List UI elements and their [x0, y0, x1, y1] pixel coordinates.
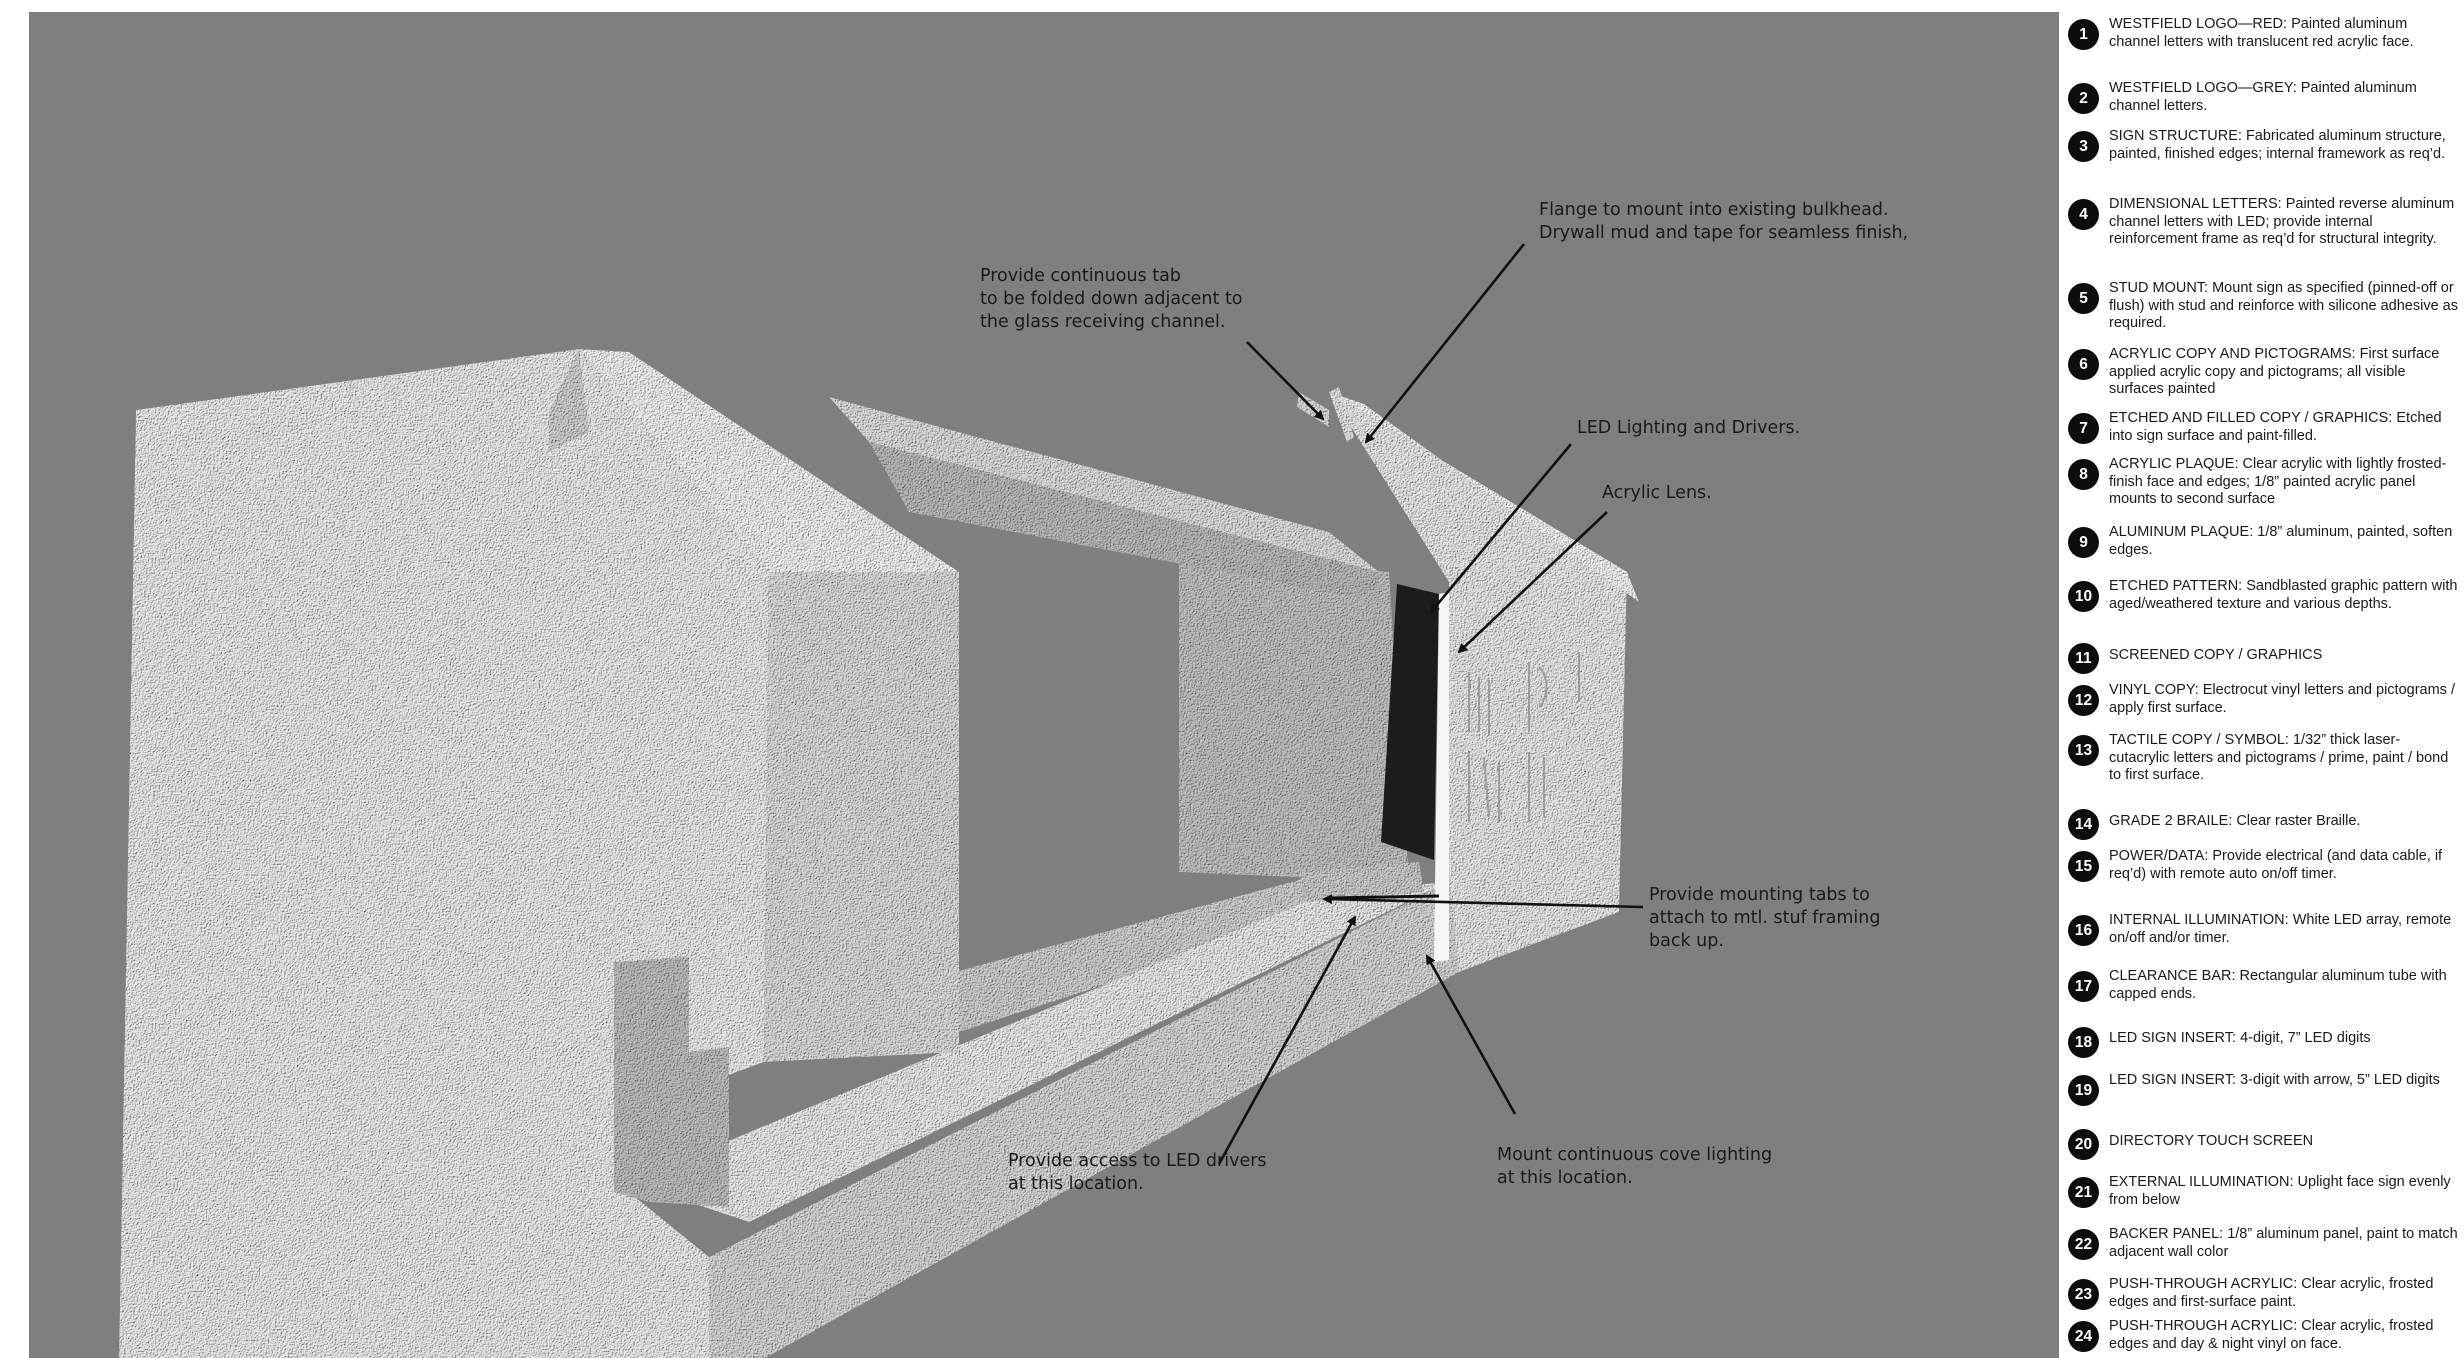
leader-lines	[1217, 243, 1644, 1165]
legend-description: SCREENED COPY / GRAPHICS	[2109, 647, 2323, 663]
leader-cove	[1425, 954, 1517, 1115]
legend-description: INTERNAL ILLUMINATION: White LED array, …	[2109, 912, 2452, 946]
end-cap-chamfer	[579, 349, 959, 572]
legend-description: DIRECTORY TOUCH SCREEN	[2109, 1133, 2314, 1149]
legend-number-badge: 6	[2068, 349, 2099, 380]
callout-line: at this location.	[1008, 1174, 1144, 1194]
bottom-slab-front	[709, 882, 1459, 1358]
legend-description: PUSH-THROUGH ACRYLIC: Clear acrylic, fro…	[2109, 1318, 2434, 1352]
legend-number-badge: 19	[2068, 1075, 2099, 1106]
legend-number-badge: 9	[2068, 527, 2099, 558]
callout-led: LED Lighting and Drivers.	[1577, 417, 1800, 440]
callout-mounting: Provide mounting tabs to attach to mtl. …	[1649, 884, 1880, 953]
rendering-panel: Flange to mount into existing bulkhead. …	[29, 12, 2059, 1358]
callout-line: Provide access to LED drivers	[1008, 1151, 1267, 1171]
callout-line: attach to mtl. stuf framing	[1649, 908, 1881, 928]
legend-number-badge: 5	[2068, 283, 2099, 314]
legend-number-badge: 21	[2068, 1177, 2099, 1208]
legend-description: CLEARANCE BAR: Rectangular aluminum tube…	[2109, 968, 2447, 1002]
legend-description: TACTILE COPY / SYMBOL: 1/32” thick laser…	[2109, 732, 2449, 783]
legend-number-badge: 8	[2068, 459, 2099, 490]
lower-recess	[614, 957, 729, 1207]
legend-description: VINYL COPY: Electrocut vinyl letters and…	[2109, 682, 2455, 716]
legend-number-badge: 12	[2068, 685, 2099, 716]
channel-back-wall	[1179, 552, 1409, 882]
legend-description: ETCHED PATTERN: Sandblasted graphic patt…	[2109, 578, 2458, 612]
legend-number-badge: 14	[2068, 809, 2099, 840]
legend-number-badge: 11	[2068, 643, 2099, 674]
upper-rail-top	[829, 397, 1379, 572]
legend-number-badge: 13	[2068, 735, 2099, 766]
legend-number-badge: 16	[2068, 915, 2099, 946]
end-cap-notch	[549, 349, 589, 452]
callout-cove: Mount continuous cove lighting at this l…	[1497, 1144, 1772, 1190]
callout-line: Acrylic Lens.	[1602, 483, 1712, 503]
mounting-bracket	[1299, 862, 1424, 902]
legend-number-badge: 3	[2068, 131, 2099, 162]
callout-line: to be folded down adjacent to	[980, 289, 1243, 309]
legend-description: WESTFIELD LOGO—RED: Painted aluminum cha…	[2109, 16, 2414, 50]
callout-line: Mount continuous cove lighting	[1497, 1145, 1773, 1165]
legend-description: LED SIGN INSERT: 3-digit with arrow, 5” …	[2109, 1072, 2440, 1088]
legend-key: 1 WESTFIELD LOGO—RED: Painted aluminum c…	[2068, 14, 2460, 1358]
legend-number-badge: 17	[2068, 971, 2099, 1002]
legend-description: ALUMINUM PLAQUE: 1/8” aluminum, painted,…	[2109, 524, 2453, 558]
legend-number-badge: 2	[2068, 83, 2099, 114]
callout-line: LED Lighting and Drivers.	[1577, 418, 1801, 438]
end-cap-side	[764, 572, 959, 1062]
legend-description: LED SIGN INSERT: 4-digit, 7” LED digits	[2109, 1030, 2371, 1046]
lower-channel-floor	[879, 872, 1389, 1042]
callout-line: Provide mounting tabs to	[1649, 885, 1870, 905]
legend-number-badge: 23	[2068, 1279, 2099, 1310]
legend-number-badge: 15	[2068, 851, 2099, 882]
callout-line: Flange to mount into existing bulkhead.	[1539, 200, 1889, 220]
bottom-slab-top	[629, 882, 1449, 1222]
legend-description: STUD MOUNT: Mount sign as specified (pin…	[2109, 280, 2458, 331]
mounting-tab-edge	[1328, 894, 1440, 900]
legend-description: WESTFIELD LOGO—GREY: Painted aluminum ch…	[2109, 80, 2417, 114]
etched-lettering	[1468, 652, 1580, 822]
callout-line: the glass receiving channel.	[980, 312, 1226, 332]
callout-line: at this location.	[1497, 1168, 1633, 1188]
legend-description: GRADE 2 BRAILE: Clear raster Braille.	[2109, 813, 2361, 829]
legend-number-badge: 10	[2068, 581, 2099, 612]
callout-flange: Flange to mount into existing bulkhead. …	[1539, 199, 1908, 245]
legend-number-badge: 1	[2068, 19, 2099, 50]
leader-flange	[1364, 243, 1526, 444]
callout-tab: Provide continuous tab to be folded down…	[980, 265, 1243, 334]
legend-description: SIGN STRUCTURE: Fabricated aluminum stru…	[2109, 128, 2446, 162]
callout-access: Provide access to LED drivers at this lo…	[1008, 1150, 1267, 1196]
legend-description: DIMENSIONAL LETTERS: Painted reverse alu…	[2109, 196, 2455, 247]
leader-led	[1429, 443, 1572, 614]
legend-description: ACRYLIC COPY AND PICTOGRAMS: First surfa…	[2109, 346, 2440, 397]
legend-number-badge: 18	[2068, 1027, 2099, 1058]
callout-line: Provide continuous tab	[980, 266, 1181, 286]
acrylic-lens	[1434, 592, 1449, 962]
legend-description: ETCHED AND FILLED COPY / GRAPHICS: Etche…	[2109, 410, 2442, 444]
legend-description: ACRYLIC PLAQUE: Clear acrylic with light…	[2109, 456, 2447, 507]
callout-lens: Acrylic Lens.	[1602, 482, 1712, 505]
end-cap-face	[119, 349, 769, 1358]
flange-lip	[1329, 387, 1354, 442]
upper-rail-underside	[869, 442, 1379, 602]
legend-number-badge: 22	[2068, 1229, 2099, 1260]
leader-lens	[1457, 511, 1608, 654]
callout-line: Drywall mud and tape for seamless finish…	[1539, 223, 1909, 243]
leader-access	[1217, 915, 1357, 1165]
legend-description: POWER/DATA: Provide electrical (and data…	[2109, 848, 2443, 882]
leader-tab	[1246, 341, 1325, 421]
legend-number-badge: 20	[2068, 1129, 2099, 1160]
sign-section-rendering	[119, 243, 1644, 1358]
leader-mounting	[1322, 894, 1644, 909]
legend-description: EXTERNAL ILLUMINATION: Uplight face sign…	[2109, 1174, 2451, 1208]
legend-description: BACKER PANEL: 1/8” aluminum panel, paint…	[2109, 1226, 2458, 1260]
led-driver-housing	[1381, 584, 1439, 860]
legend-number-badge: 24	[2068, 1321, 2099, 1352]
legend-number-badge: 7	[2068, 413, 2099, 444]
callout-line: back up.	[1649, 931, 1724, 951]
legend-number-badge: 4	[2068, 199, 2099, 230]
legend-description: PUSH-THROUGH ACRYLIC: Clear acrylic, fro…	[2109, 1276, 2434, 1310]
